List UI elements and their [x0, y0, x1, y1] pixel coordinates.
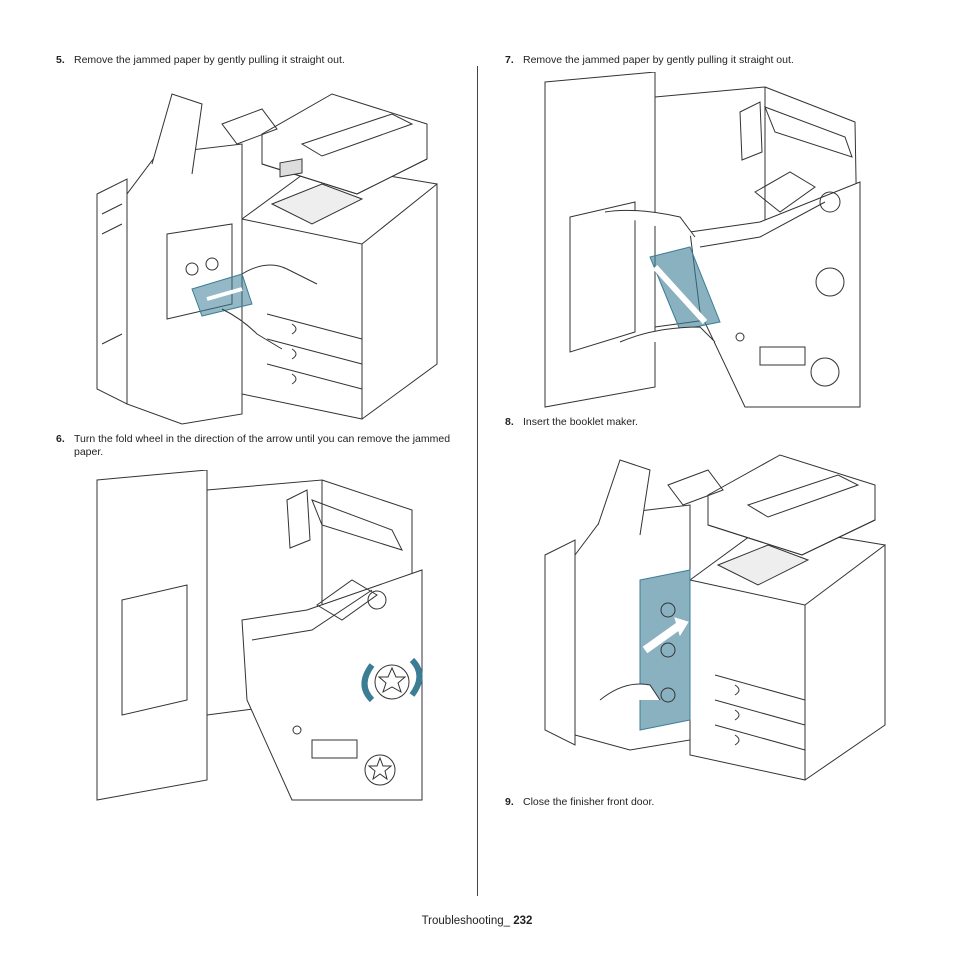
- figure-insert-booklet-maker: [540, 450, 890, 790]
- figure-fold-wheel: [92, 470, 432, 805]
- step-number: 7.: [505, 54, 514, 66]
- step-text: Remove the jammed paper by gently pullin…: [74, 54, 345, 66]
- page-footer: Troubleshooting_ 232: [0, 915, 954, 927]
- step-number: 8.: [505, 416, 514, 428]
- step-number: 6.: [56, 433, 65, 445]
- step-text: Insert the booklet maker.: [523, 416, 638, 428]
- step-number: 9.: [505, 796, 514, 808]
- figure-printer-finisher-open: [92, 84, 442, 429]
- step-text: Close the finisher front door.: [523, 796, 655, 808]
- page-number: 232: [513, 915, 533, 927]
- footer-section: Troubleshooting_: [421, 915, 511, 927]
- column-divider: [477, 66, 478, 896]
- figure-jam-removal: [540, 72, 870, 412]
- step-number: 5.: [56, 54, 65, 66]
- step-text: Remove the jammed paper by gently pullin…: [523, 54, 794, 66]
- step-text: Turn the fold wheel in the direction of …: [74, 433, 451, 458]
